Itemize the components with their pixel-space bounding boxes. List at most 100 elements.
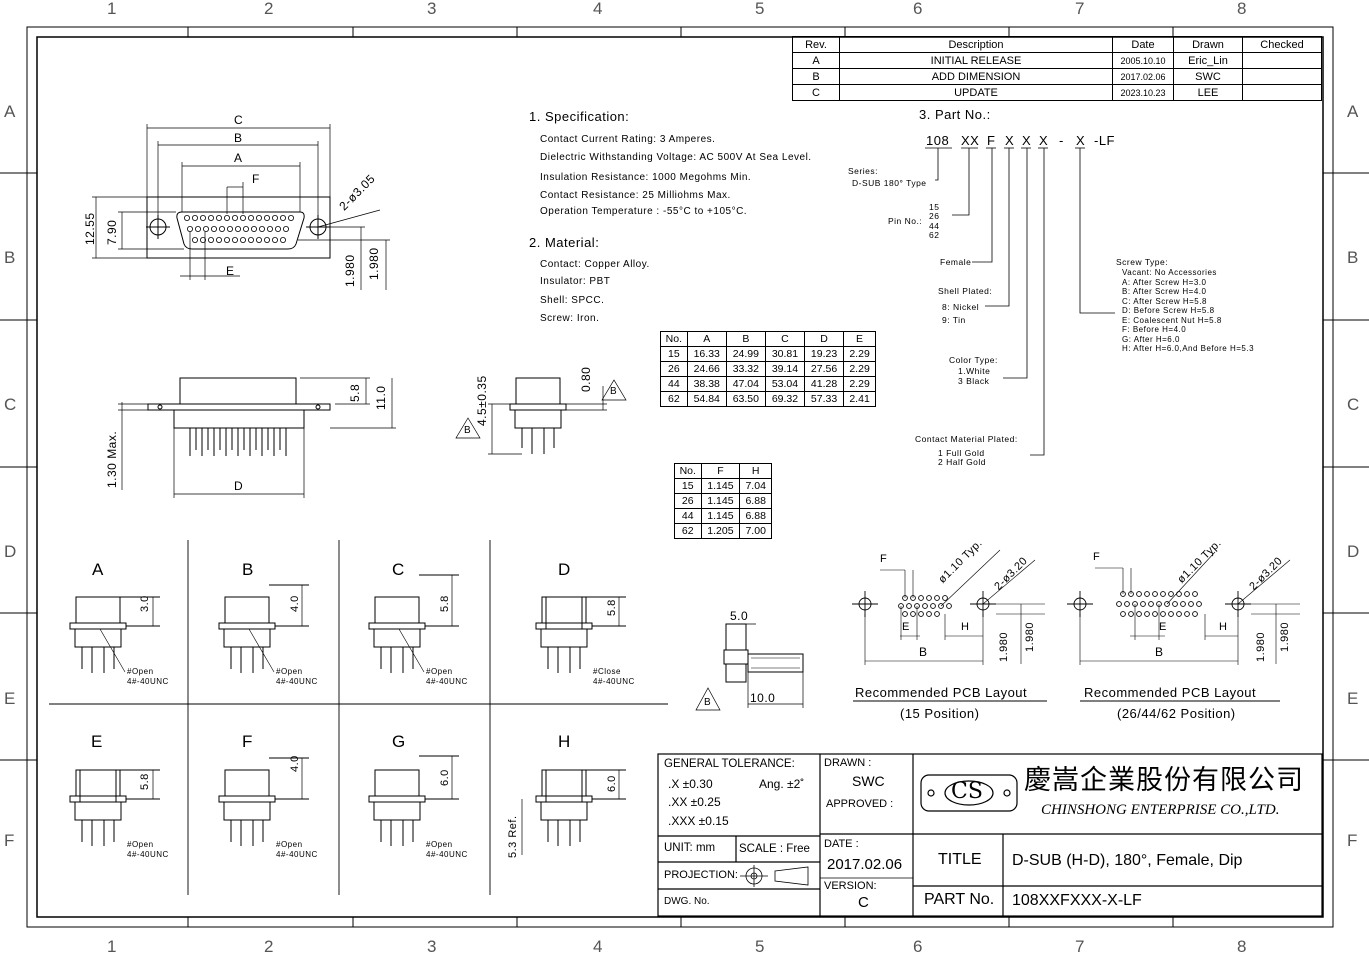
- row-label-b: B: [4, 248, 16, 267]
- unit-label: UNIT: mm: [664, 842, 716, 854]
- dim-cell: 33.32: [725, 361, 766, 377]
- variant-e-height: 5.8: [139, 773, 151, 790]
- part-code-contact: X: [1039, 133, 1049, 148]
- dim-cell: 26: [660, 361, 688, 377]
- material-line: Screw: Iron.: [540, 313, 600, 324]
- zone-ticks: [0, 27, 1369, 927]
- dim-11-0: 11.0: [374, 385, 388, 410]
- col-label-3: 3: [427, 0, 437, 18]
- pcb2-f: F: [1093, 551, 1101, 563]
- variant-letter-e: E: [91, 732, 103, 751]
- dim-cell: 26: [674, 493, 702, 509]
- dim-cell: 15: [660, 346, 688, 362]
- material-line: Insulator: PBT: [540, 276, 611, 287]
- variant-h-height: 6.0: [606, 775, 618, 792]
- dim-cell: 44: [674, 508, 702, 524]
- col-label-4-bottom: 4: [593, 937, 603, 956]
- rev-cell: 2017.02.06: [1112, 68, 1174, 85]
- rev-cell: 2023.10.23: [1112, 84, 1174, 101]
- dim-header: E: [843, 331, 876, 347]
- tolerance-title: GENERAL TOLERANCE:: [664, 758, 795, 770]
- part-no-title: 3. Part No.:: [919, 107, 991, 122]
- shell-option: 9: Tin: [942, 315, 966, 325]
- part-code-shell: X: [1005, 133, 1015, 148]
- drawn-value: SWC: [852, 773, 885, 789]
- pin-label: Pin No.:: [888, 216, 923, 226]
- row-label-f-right: F: [1347, 831, 1358, 850]
- rev-cell: A: [792, 52, 840, 69]
- rev-header-description: Description: [839, 36, 1113, 53]
- variant-a-note2: 4#-40UNC: [127, 677, 169, 686]
- variant-f-height: 4.0: [289, 755, 301, 772]
- female-label: Female: [940, 257, 972, 267]
- variant-c-height: 5.8: [439, 595, 451, 612]
- dim-cell: 19.23: [804, 346, 845, 362]
- col-label-8: 8: [1237, 0, 1247, 18]
- dim-cell: 63.50: [725, 391, 766, 407]
- col-label-3-bottom: 3: [427, 937, 437, 956]
- spec-line: Contact Current Rating: 3 Amperes.: [540, 134, 716, 145]
- pin-option: 15: [929, 202, 940, 212]
- variant-g-note1: #Open: [426, 840, 453, 849]
- material-line: Contact: Copper Alloy.: [540, 259, 650, 270]
- dim-4-5: 4.5±0.35: [475, 375, 489, 426]
- col-label-6-bottom: 6: [913, 937, 923, 956]
- datum-b-1: B: [464, 425, 472, 436]
- color-label: Color Type:: [949, 355, 998, 365]
- dim-cell: 38.38: [686, 376, 727, 392]
- dwg-label: DWG. No.: [664, 896, 710, 907]
- color-option: 3 Black: [958, 376, 990, 386]
- row-label-b-right: B: [1347, 248, 1359, 267]
- variant-b-note2: 4#-40UNC: [276, 677, 318, 686]
- dim-cell: 24.99: [725, 346, 766, 362]
- row-label-c: C: [4, 395, 17, 414]
- screw-datum: B: [704, 697, 712, 708]
- front-view: [92, 124, 390, 290]
- pcb1-subtitle: (15 Position): [900, 706, 980, 721]
- pin-option: 26: [929, 211, 940, 221]
- pcb2-subtitle: (26/44/62 Position): [1117, 706, 1236, 721]
- variant-letter-f: F: [242, 732, 253, 751]
- pin-option: 62: [929, 230, 940, 240]
- dim-cell: 6.88: [739, 493, 772, 509]
- rev-header-checked: Checked: [1242, 36, 1322, 53]
- pcb1-h: H: [961, 621, 970, 633]
- variant-f-note2: 4#-40UNC: [276, 850, 318, 859]
- dim-5-8: 5.8: [348, 383, 362, 402]
- part-code-color: X: [1022, 133, 1032, 148]
- title-block-frame: [657, 753, 1323, 917]
- dim-cell: 27.56: [804, 361, 845, 377]
- row-label-a-right: A: [1347, 102, 1359, 121]
- col-label-7: 7: [1075, 0, 1085, 18]
- variant-letter-a: A: [92, 560, 104, 579]
- pcb2-1980-a: 1.980: [1255, 631, 1267, 662]
- variant-letter-c: C: [392, 560, 405, 579]
- revision-table: Rev. Description Date Drawn Checked A IN…: [792, 36, 1322, 101]
- variant-a-height: 3.0: [139, 595, 151, 612]
- screw-label: Screw Type:: [1116, 257, 1169, 267]
- dim-cell: 7.04: [739, 478, 772, 494]
- col-label-5: 5: [755, 0, 765, 18]
- contact-option: 1 Full Gold: [938, 448, 985, 458]
- dim-cell: 16.33: [686, 346, 727, 362]
- pin-option: 44: [929, 221, 940, 231]
- dim-12-55: 12.55: [83, 212, 97, 245]
- variant-c-note2: 4#-40UNC: [426, 677, 468, 686]
- screw-option: D: Before Screw H=5.8: [1122, 306, 1215, 315]
- company-logo: [920, 774, 1018, 812]
- dim-cell: 6.88: [739, 508, 772, 524]
- rev-cell: SWC: [1173, 68, 1243, 85]
- dim-cell: 1.145: [700, 493, 741, 509]
- rev-cell: [1242, 68, 1322, 85]
- partno-value: 108XXFXXX-X-LF: [1012, 892, 1142, 909]
- part-code-screw: X: [1076, 133, 1086, 148]
- spec-line: Dielectric Withstanding Voltage: AC 500V…: [540, 152, 812, 163]
- variant-g-height: 6.0: [439, 769, 451, 786]
- outer-frame: [26, 26, 1334, 928]
- dim-cell: 1.145: [700, 478, 741, 494]
